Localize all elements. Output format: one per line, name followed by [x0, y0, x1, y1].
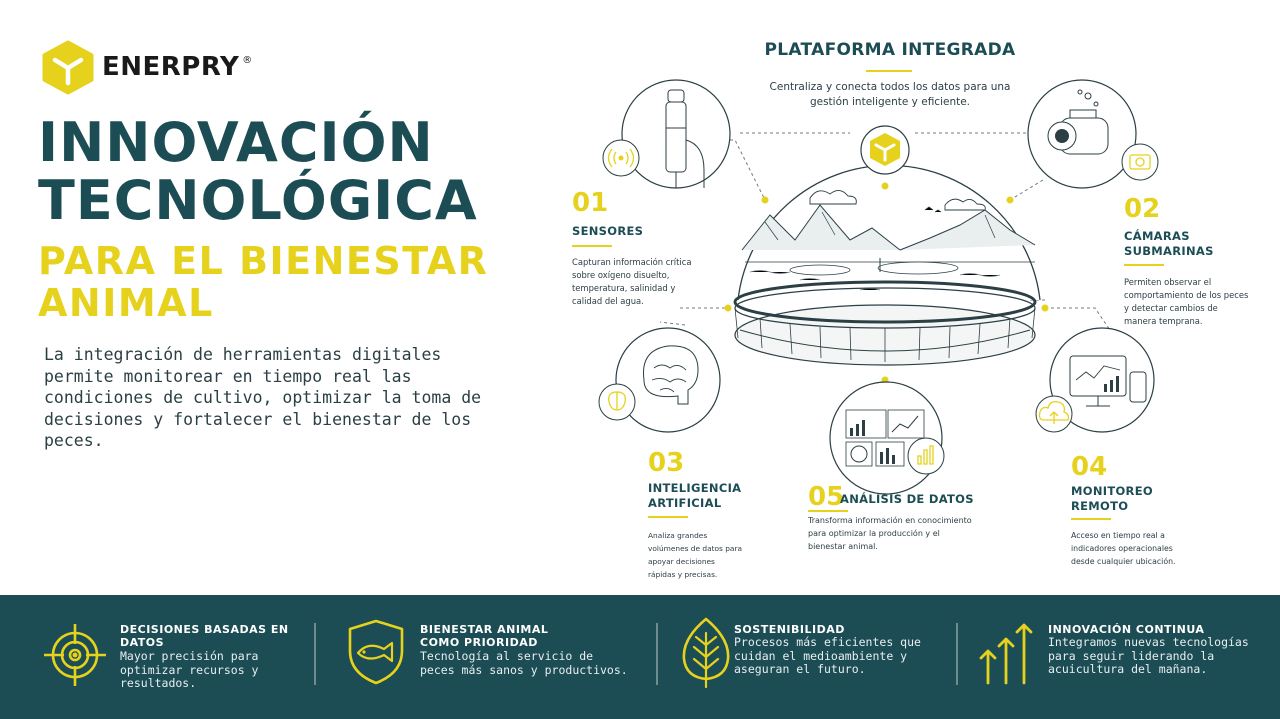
footer-description-decisiones: Mayor precisión para optimizar recursos … [120, 649, 259, 690]
data-analysis-illustration-icon [829, 381, 945, 495]
hero-subtitle-line1: PARA EL BIENESTAR [38, 239, 489, 283]
footer-title-decisiones: DECISIONES BASADAS EN DATOS [120, 623, 289, 649]
feature-title-analisis: ANÁLISIS DE DATOS [840, 492, 974, 506]
hero-description: La integración de herramientas digitales… [44, 345, 482, 450]
feature-rule-01 [572, 245, 612, 247]
feature-description-monitoreo: Acceso en tiempo real a indicadores oper… [1071, 531, 1176, 566]
hero-title-line2: TECNOLÓGICA [38, 169, 478, 232]
leaf-icon [682, 617, 730, 689]
remote-monitoring-illustration-icon [1035, 327, 1155, 433]
feature-description-camaras: Permiten observar el comportamiento de l… [1124, 277, 1249, 326]
footer-item-sostenibilidad: SOSTENIBILIDAD Procesos más eficientes q… [670, 595, 960, 719]
footer-description-sostenibilidad: Procesos más eficientes que cuidan el me… [734, 635, 921, 676]
platform-title-underline [866, 70, 912, 72]
feature-description-sensores: Capturan información crítica sobre oxíge… [572, 257, 692, 306]
feature-number-03: 03 [648, 448, 685, 478]
center-cube-icon [860, 125, 910, 175]
platform-diagram [598, 79, 1159, 495]
footer-description-bienestar: Tecnología al servicio de peces más sano… [420, 649, 628, 677]
feature-rule-05 [808, 510, 848, 512]
footer-title-bienestar: BIENESTAR ANIMAL COMO PRIORIDAD [420, 623, 549, 649]
feature-number-01: 01 [572, 188, 609, 218]
feature-number-05: 05 [808, 482, 845, 512]
platform-title: PLATAFORMA INTEGRADA [764, 40, 1016, 60]
underwater-camera-illustration-icon [1027, 79, 1159, 189]
feature-number-02: 02 [1124, 194, 1161, 224]
feature-title-inteligencia: INTELIGENCIA ARTIFICIAL [648, 481, 742, 510]
feature-rule-04 [1071, 518, 1111, 520]
feature-title-sensores: SENSORES [572, 224, 644, 238]
footer-separator [656, 623, 658, 685]
platform-description: Centraliza y conecta todos los datos par… [769, 81, 1011, 108]
footer-item-innovacion: INNOVACIÓN CONTINUA Integramos nuevas te… [970, 595, 1270, 719]
feature-description-inteligencia: Analiza grandes volúmenes de datos para … [648, 531, 743, 579]
feature-description-analisis: Transforma información en conocimiento p… [808, 516, 972, 551]
brain-illustration-icon [598, 327, 721, 433]
feature-rule-02 [1124, 264, 1164, 266]
hero-subtitle-line2: ANIMAL [38, 281, 214, 325]
hero-subtitle: PARA EL BIENESTAR ANIMAL [38, 240, 558, 324]
hero-title-line1: INNOVACIÓN [38, 111, 434, 174]
footer-separator [314, 623, 316, 685]
feature-number-04: 04 [1071, 452, 1108, 482]
hero-title: INNOVACIÓN TECNOLÓGICA [38, 114, 558, 230]
footer-separator [956, 623, 958, 685]
footer-item-bienestar: BIENESTAR ANIMAL COMO PRIORIDAD Tecnolog… [330, 595, 650, 719]
target-icon [44, 624, 106, 686]
footer-band: DECISIONES BASADAS EN DATOS Mayor precis… [0, 595, 1280, 719]
growth-arrows-icon [979, 623, 1033, 685]
feature-title-monitoreo: MONITOREO REMOTO [1071, 484, 1153, 513]
footer-item-decisiones: DECISIONES BASADAS EN DATOS Mayor precis… [0, 595, 310, 719]
feature-rule-03 [648, 516, 688, 518]
footer-description-innovacion: Integramos nuevas tecnologías para segui… [1048, 635, 1249, 676]
fish-shield-icon [348, 619, 404, 685]
dome-illustration [733, 164, 1041, 366]
feature-title-camaras: CÁMARAS SUBMARINAS [1124, 229, 1214, 258]
footer-title-innovacion: INNOVACIÓN CONTINUA [1048, 623, 1205, 636]
registered-mark: ® [242, 54, 253, 66]
brand-name: ENERPRY [102, 52, 240, 82]
cube-logo-icon [42, 40, 94, 95]
sensor-illustration-icon [602, 79, 731, 189]
brand-logo: ENERPRY ® [40, 38, 280, 96]
footer-title-sostenibilidad: SOSTENIBILIDAD [734, 623, 845, 636]
